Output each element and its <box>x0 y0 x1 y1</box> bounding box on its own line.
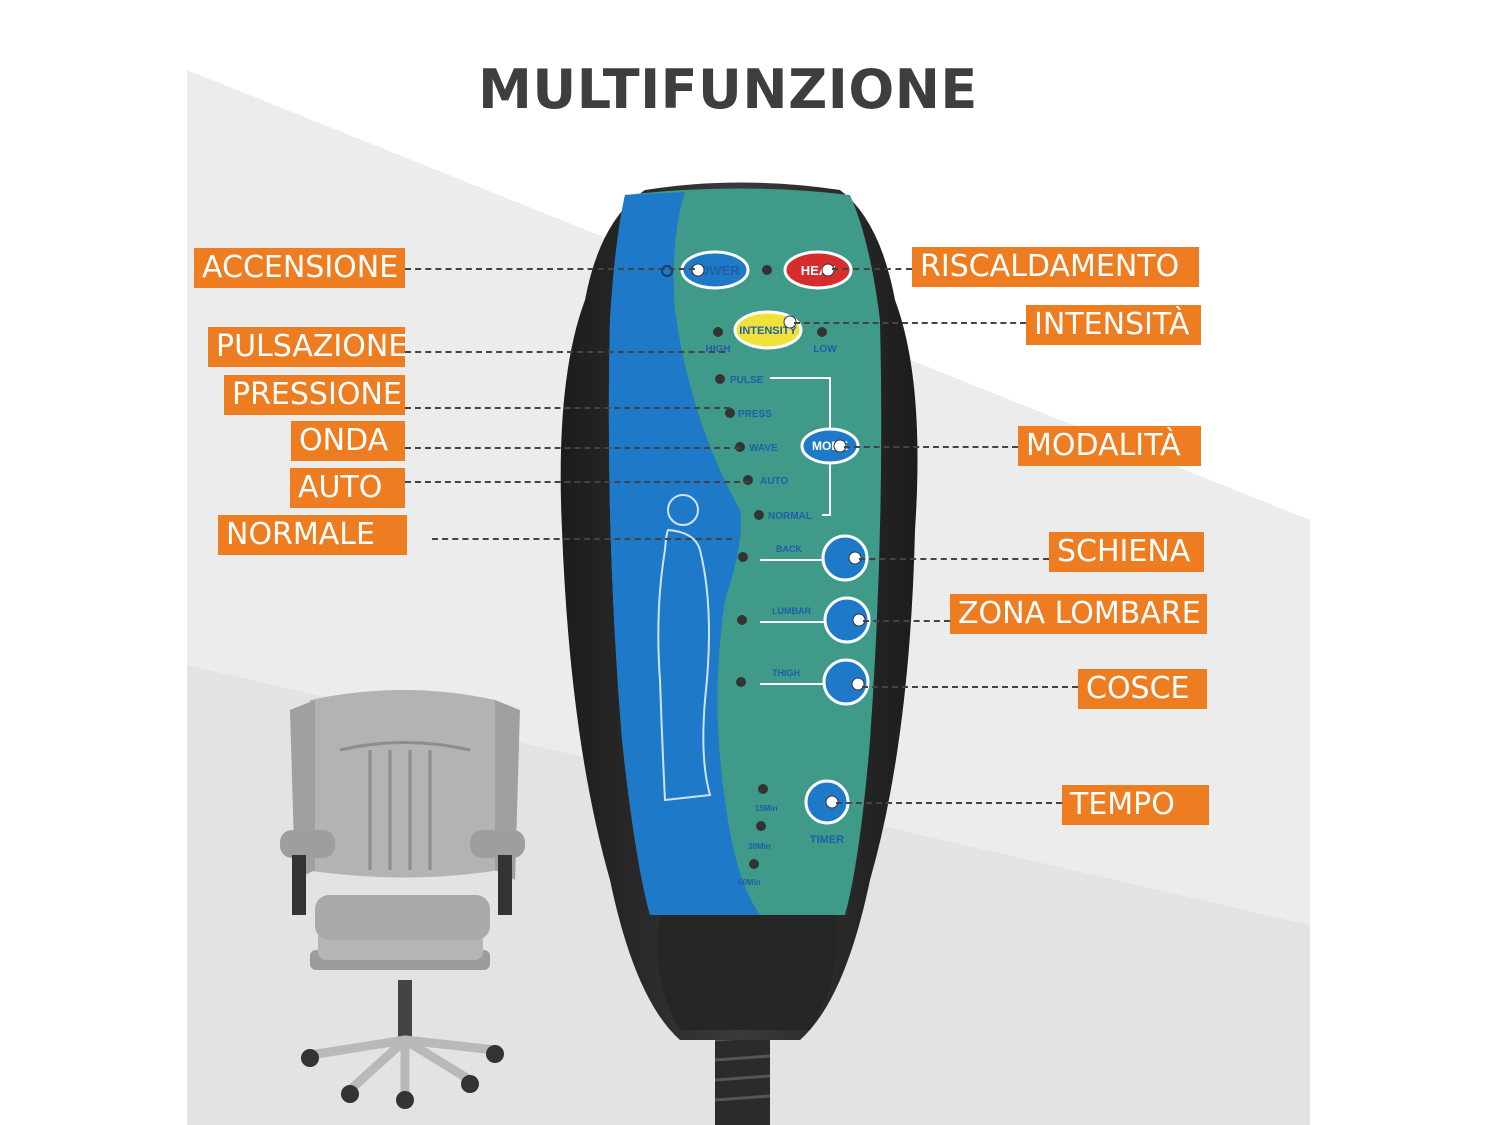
high-label: HIGH <box>706 344 731 355</box>
press-label: PRESS <box>738 409 772 420</box>
callout-modalita: MODALITÀ <box>1018 426 1201 466</box>
callout-normale: NORMALE <box>218 515 407 555</box>
low-label: LOW <box>813 344 837 355</box>
callout-schiena: SCHIENA <box>1049 532 1204 572</box>
timer-60-label: 60Min <box>738 878 761 887</box>
back-label: BACK <box>776 544 802 554</box>
callout-tempo: TEMPO <box>1062 785 1209 825</box>
timer-30-label: 30Min <box>748 842 771 851</box>
lumbar-label: LUMBAR <box>772 606 811 616</box>
auto-label: AUTO <box>760 476 788 487</box>
leader-accensione <box>405 268 695 270</box>
normal-label: NORMAL <box>768 511 812 522</box>
timer-label: TIMER <box>810 834 844 846</box>
intensity-label: INTENSITY <box>739 325 797 337</box>
leader-cosce <box>862 686 1078 688</box>
leader-auto <box>405 481 750 483</box>
page-title: MULTIFUNZIONE <box>478 58 978 121</box>
leader-tempo <box>836 802 1062 804</box>
leader-modalita <box>844 446 1018 448</box>
leader-zona-lombare <box>863 620 950 622</box>
office-chair-image <box>280 690 525 1109</box>
massage-remote: POWER HEAT INTENSITY HIGH LOW PULSE PRES… <box>560 182 918 1125</box>
wave-label: WAVE <box>749 443 778 454</box>
leader-intensita <box>794 322 1026 324</box>
leader-pulsazione <box>405 351 725 353</box>
leader-onda <box>405 447 740 449</box>
leader-normale <box>432 538 732 540</box>
callout-pressione: PRESSIONE <box>224 375 405 415</box>
timer-15-label: 15Min <box>755 804 778 813</box>
leader-riscaldamento <box>832 268 912 270</box>
callout-cosce: COSCE <box>1078 669 1207 709</box>
heat-button-icon: HEAT <box>783 250 853 290</box>
callout-intensita: INTENSITÀ <box>1026 305 1201 345</box>
thigh-button-icon <box>822 658 870 706</box>
callout-onda: ONDA <box>291 421 405 461</box>
callout-pulsazione: PULSAZIONE <box>208 327 407 367</box>
callout-accensione: ACCENSIONE <box>194 248 405 288</box>
callout-zona-lombare: ZONA LOMBARE <box>950 594 1207 634</box>
leader-schiena <box>859 558 1049 560</box>
leader-pressione <box>405 407 730 409</box>
pulse-label: PULSE <box>730 375 764 386</box>
callout-riscaldamento: RISCALDAMENTO <box>912 247 1199 287</box>
human-silhouette-icon <box>657 494 712 802</box>
callout-auto: AUTO <box>290 468 405 508</box>
thigh-label: THIGH <box>772 668 800 678</box>
